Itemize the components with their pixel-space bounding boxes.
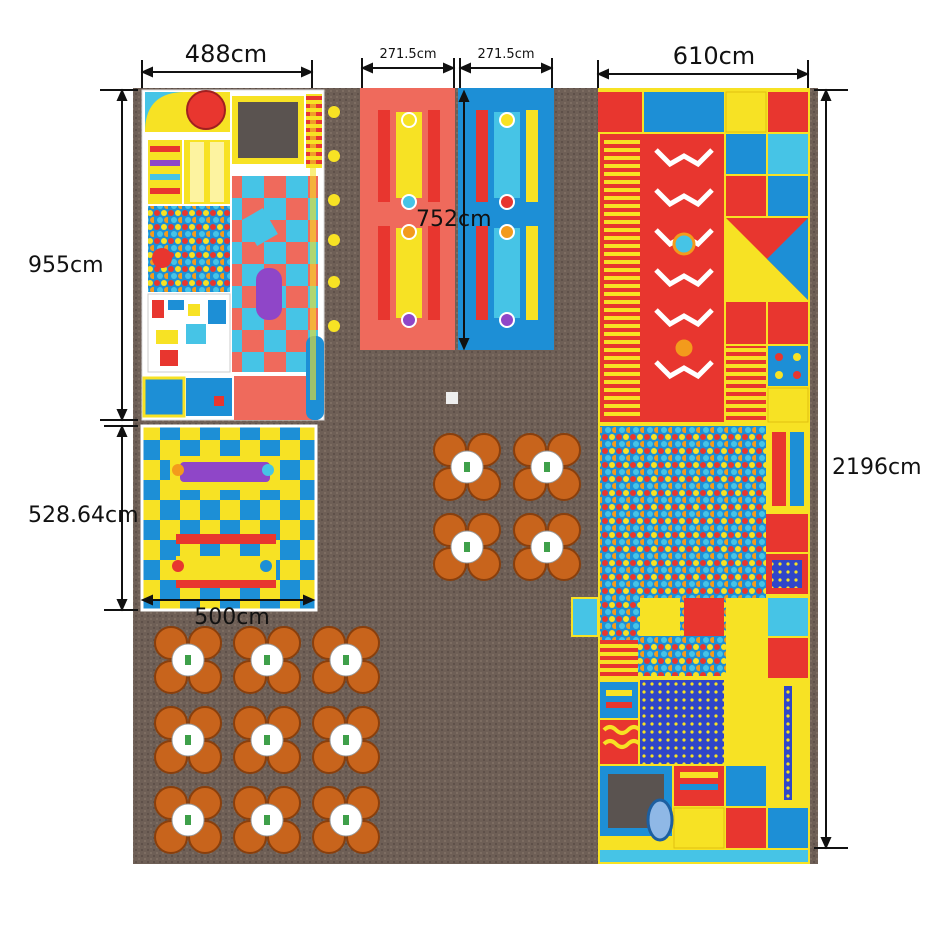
dim-left-lower-width: 500cm — [194, 605, 270, 630]
trampoline-lane-red — [360, 88, 455, 350]
umbrella-icon — [186, 90, 226, 130]
trampoline-lane-blue — [458, 88, 554, 350]
dimension-lines — [100, 58, 848, 850]
dim-trampoline-2-width: 271.5cm — [477, 47, 534, 62]
dim-trampoline-length: 752cm — [416, 207, 492, 232]
toddler-play-zone — [141, 89, 325, 421]
dim-left-upper-height: 955cm — [28, 253, 104, 278]
dim-trampoline-1-width: 271.5cm — [379, 47, 436, 62]
dim-left-width: 488cm — [185, 40, 267, 68]
dim-right-width: 610cm — [673, 42, 755, 70]
lower-play-blocks — [600, 640, 808, 862]
bollard-row — [328, 106, 340, 332]
soft-play-pad — [140, 424, 318, 612]
dim-left-lower-height: 528.64cm — [28, 503, 139, 528]
dim-right-height: 2196cm — [832, 455, 922, 480]
ball-pit — [571, 426, 808, 678]
pillar — [446, 392, 458, 404]
